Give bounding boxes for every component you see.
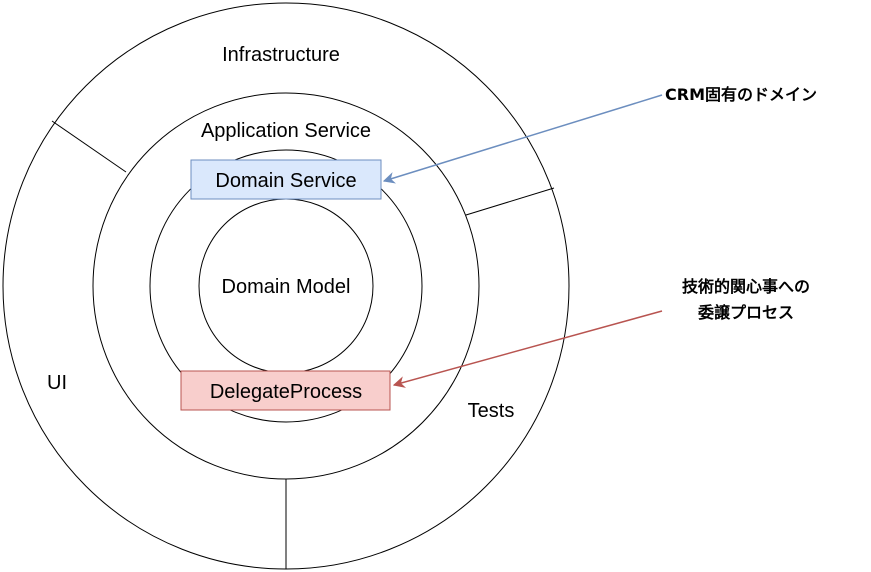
delegation-annotation-line-1: 技術的関心事への [682,277,810,296]
divider-infra-tests [465,187,555,216]
crm-domain-annotation: CRM固有のドメイン [665,85,817,104]
delegate-process-label: DelegateProcess [210,381,362,403]
application-service-label: Application Service [201,120,371,142]
tests-label: Tests [468,400,515,422]
arrow-to-delegate-process [392,310,663,388]
divider-ui-infra [51,120,127,173]
ui-label: UI [47,372,67,394]
domain-service-box [190,159,382,200]
delegate-process-box [180,370,391,411]
arrow-to-domain-service [382,94,663,184]
infrastructure-label: Infrastructure [222,44,340,66]
domain-model-label: Domain Model [222,276,351,298]
domain-service-label: Domain Service [215,170,356,192]
delegation-annotation-line-2: 委譲プロセス [697,303,794,322]
